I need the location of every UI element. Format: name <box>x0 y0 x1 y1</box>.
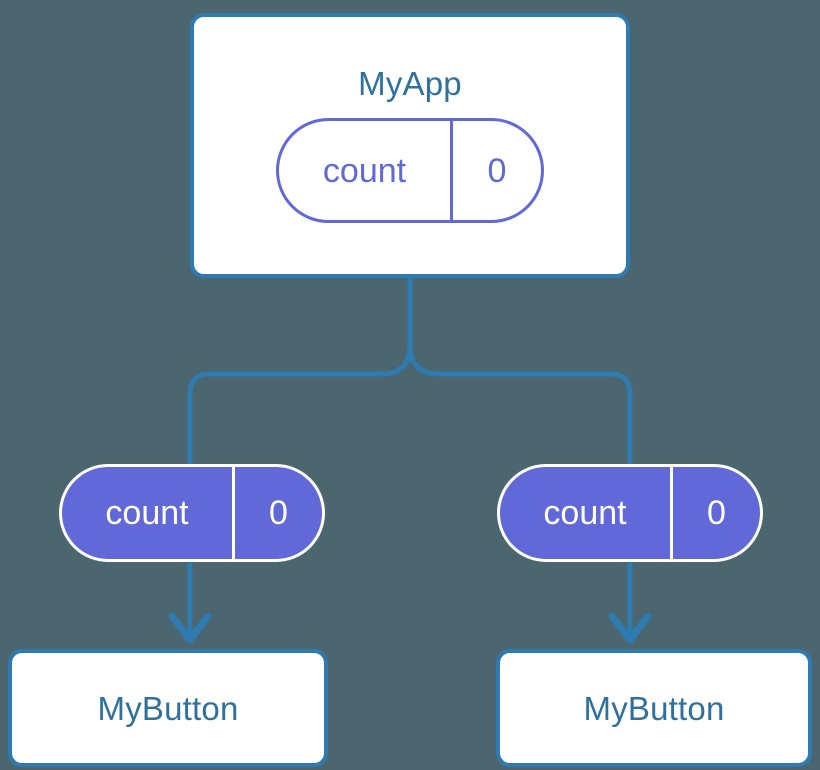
root-component-node[interactable]: MyApp count 0 <box>190 13 630 278</box>
root-component-label: MyApp <box>358 65 462 102</box>
root-state-value: 0 <box>450 121 541 220</box>
left-prop-node[interactable]: count 0 <box>59 464 325 562</box>
left-prop-key: count <box>105 494 189 532</box>
right-child-component-node[interactable]: MyButton <box>496 649 812 767</box>
left-child-component-box[interactable]: MyButton <box>8 649 328 767</box>
root-state-pill[interactable]: count 0 <box>276 118 544 223</box>
left-arrow-head-icon <box>168 612 212 644</box>
left-prop-value: 0 <box>232 467 322 559</box>
root-component-box[interactable]: MyApp count 0 <box>190 13 630 278</box>
split-connector-right <box>407 347 633 465</box>
left-child-component-label: MyButton <box>97 689 239 727</box>
left-prop-pill[interactable]: count 0 <box>59 464 325 562</box>
left-child-component-node[interactable]: MyButton <box>8 649 328 767</box>
root-state-key: count <box>322 151 407 190</box>
split-connector-left <box>187 347 413 465</box>
right-child-component-label: MyButton <box>583 689 725 727</box>
right-arrow-head-icon <box>608 612 652 644</box>
right-prop-node[interactable]: count 0 <box>497 464 763 562</box>
right-prop-key: count <box>543 494 627 532</box>
right-child-component-box[interactable]: MyButton <box>496 649 812 767</box>
right-prop-pill[interactable]: count 0 <box>497 464 763 562</box>
right-prop-value: 0 <box>670 467 760 559</box>
